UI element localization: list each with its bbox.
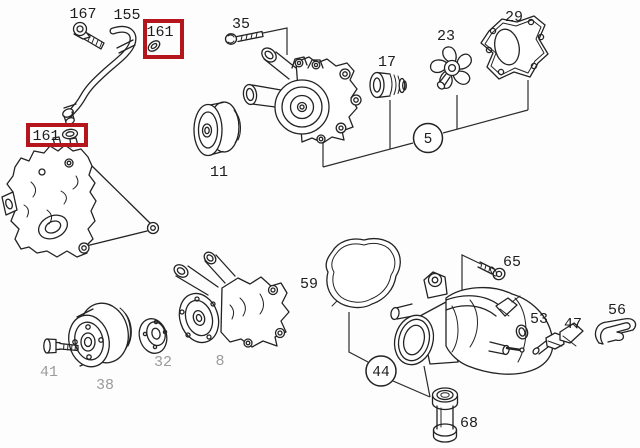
water-pump-assembly xyxy=(242,47,362,144)
part-65-bolt xyxy=(477,261,506,281)
part-label-38: 38 xyxy=(96,377,114,394)
highlight-box-161-pipe: 161 xyxy=(143,19,184,59)
part-59-gasket xyxy=(325,237,401,309)
part-41-bolt xyxy=(43,338,79,354)
group-callout-5: 5 xyxy=(412,122,444,154)
engine-block-drawing xyxy=(1,136,160,258)
part-53-o-ring xyxy=(515,324,529,340)
part-29-gasket-plate xyxy=(480,15,549,80)
part-label-65: 65 xyxy=(503,254,521,271)
thermostat-housing-assembly xyxy=(390,271,554,375)
part-label-161-pipe: 161 xyxy=(146,24,173,41)
part-17-thermostat xyxy=(369,71,407,99)
leader-lines xyxy=(262,27,529,398)
part-38-pulley xyxy=(68,302,132,368)
part-labels: 167 155 35 11 17 23 29 59 65 53 47 56 68… xyxy=(40,6,626,432)
part-56-retaining-clip xyxy=(594,318,637,345)
o-ring-icon xyxy=(147,40,161,52)
part-label-161-block: 161 xyxy=(32,128,59,145)
part-label-155: 155 xyxy=(113,7,140,24)
part-label-47: 47 xyxy=(564,316,582,333)
part-label-8: 8 xyxy=(215,353,224,370)
part-8-water-pump xyxy=(173,251,290,348)
part-11-pulley xyxy=(193,101,241,157)
part-23-impeller xyxy=(429,46,472,90)
part-68-connector-tube xyxy=(431,387,459,443)
part-label-59: 59 xyxy=(300,276,318,293)
part-label-56: 56 xyxy=(608,302,626,319)
part-label-32: 32 xyxy=(154,354,172,371)
part-label-68: 68 xyxy=(460,415,478,432)
part-label-41: 41 xyxy=(40,364,58,381)
callout-5-label: 5 xyxy=(424,132,433,148)
part-47-temp-sensor xyxy=(532,322,584,355)
o-ring-icon xyxy=(61,128,79,140)
part-35-bolt xyxy=(224,30,264,45)
part-label-23: 23 xyxy=(437,28,455,45)
part-label-17: 17 xyxy=(378,54,396,71)
part-32-hub-flange xyxy=(138,318,168,354)
callout-44-label: 44 xyxy=(372,365,389,381)
group-callout-44: 44 xyxy=(365,355,397,387)
part-155-coolant-pipe xyxy=(62,25,137,125)
part-167-banjo-bolt xyxy=(72,21,105,50)
part-label-53: 53 xyxy=(530,311,548,328)
part-label-29: 29 xyxy=(505,9,523,26)
part-label-35: 35 xyxy=(232,16,250,33)
part-label-11: 11 xyxy=(210,164,228,181)
highlight-box-161-block: 161 xyxy=(26,123,88,147)
part-label-167: 167 xyxy=(69,6,96,23)
